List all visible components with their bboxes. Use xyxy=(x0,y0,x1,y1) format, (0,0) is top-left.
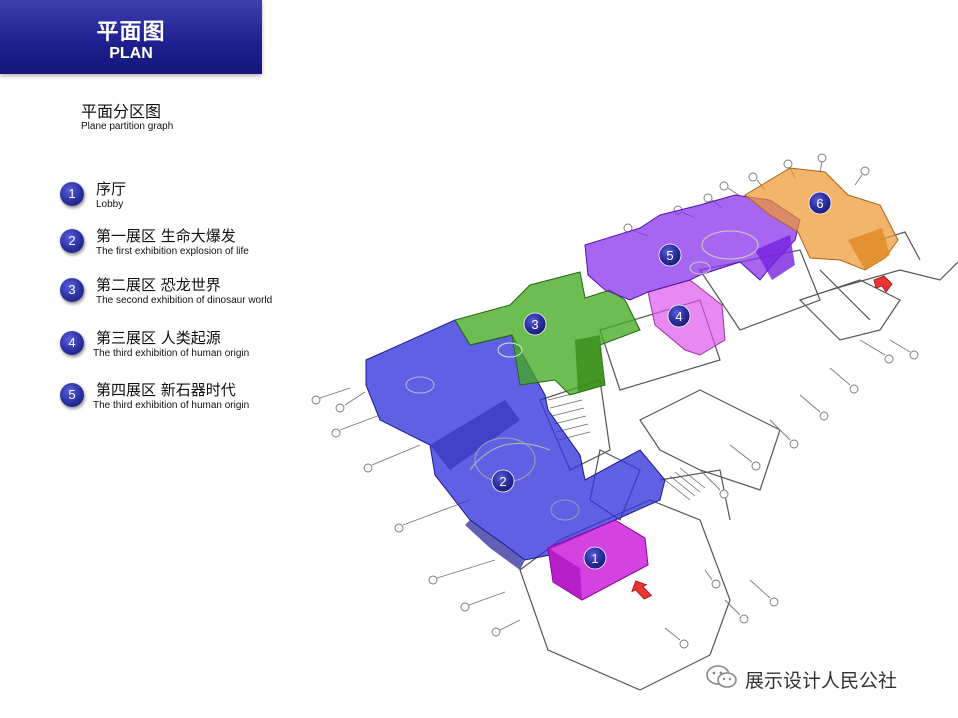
legend-label-zh: 第一展区 生命大爆发 xyxy=(96,227,236,245)
entrance-arrow-main xyxy=(631,580,653,600)
page-title: 平面图 xyxy=(96,20,166,45)
legend-badge: 2 xyxy=(60,229,84,253)
legend-label-en: The third exhibition of human origin xyxy=(93,400,250,411)
entrance-arrow-side xyxy=(873,275,893,293)
zone-badge-label: 2 xyxy=(499,474,506,489)
zone-badge-6: 6 xyxy=(808,191,832,215)
zone-badge-label: 3 xyxy=(531,317,538,332)
zone-2-area xyxy=(365,319,666,570)
zone-badge-4: 4 xyxy=(667,304,691,328)
staircase xyxy=(547,391,706,501)
legend-badge: 1 xyxy=(60,182,84,206)
section-title: 平面分区图 xyxy=(81,102,162,121)
legend-label-en: Lobby xyxy=(96,199,124,210)
zone-badge-3: 3 xyxy=(523,312,547,336)
legend-badge: 5 xyxy=(60,383,84,407)
zone-6-area xyxy=(744,167,899,271)
legend-label-en: The first exhibition explosion of life xyxy=(96,246,249,257)
legend-label-zh: 第四展区 新石器时代 xyxy=(96,381,236,399)
legend-badge: 4 xyxy=(60,331,84,355)
header-banner: 平面图 PLAN xyxy=(0,0,262,74)
zone-badge-2: 2 xyxy=(491,469,515,493)
zone-3-area xyxy=(454,271,641,396)
legend-label-zh: 第二展区 恐龙世界 xyxy=(96,276,221,294)
watermark-text: 展示设计人民公社 xyxy=(745,670,898,692)
zone-badge-label: 5 xyxy=(666,248,673,263)
zone-badge-label: 4 xyxy=(675,309,682,324)
legend-label-en: The third exhibition of human origin xyxy=(93,348,250,359)
legend-label-en: The second exhibition of dinosaur world xyxy=(96,295,273,306)
section-title-en: Plane partition graph xyxy=(81,121,174,132)
legend-label-zh: 第三展区 人类起源 xyxy=(96,329,221,347)
zone-badge-label: 1 xyxy=(591,551,598,566)
zone-badge-label: 6 xyxy=(816,196,823,211)
legend-badge: 3 xyxy=(60,278,84,302)
zone-badge-5: 5 xyxy=(658,243,682,267)
legend-label-zh: 序厅 xyxy=(96,180,127,198)
wechat-icon xyxy=(706,665,737,688)
page-title-en: PLAN xyxy=(109,45,153,62)
zone-5-area xyxy=(584,194,801,301)
zone-badge-1: 1 xyxy=(583,546,607,570)
